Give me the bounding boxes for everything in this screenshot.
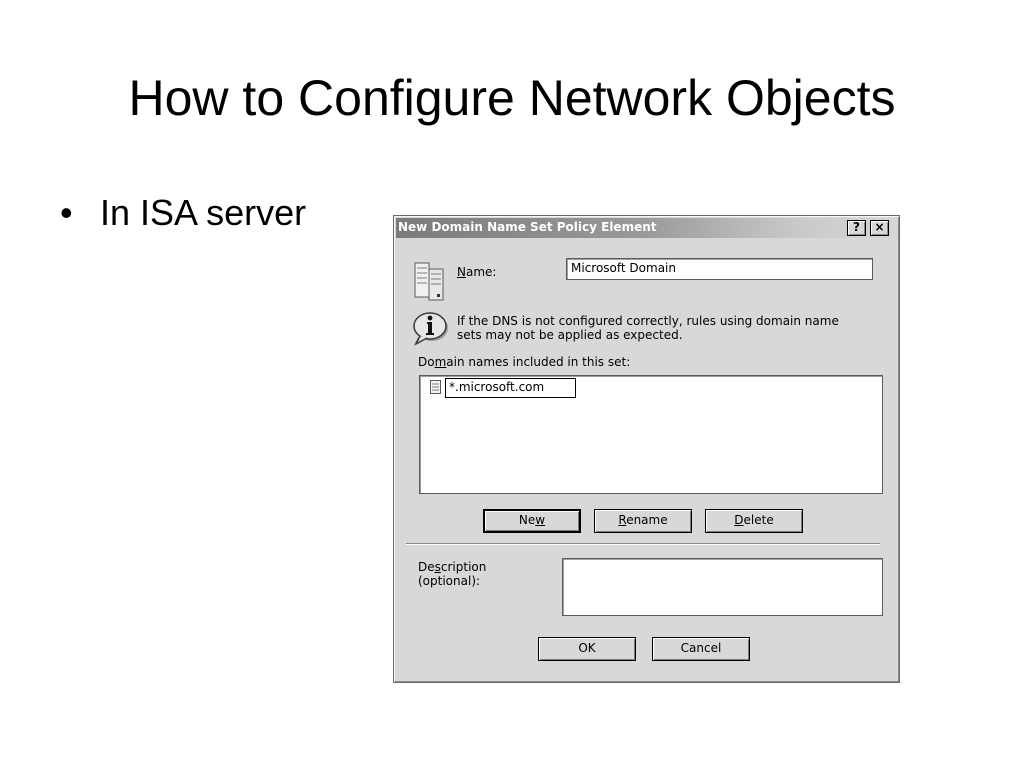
dialog-title: New Domain Name Set Policy Element — [398, 220, 657, 234]
close-button[interactable]: × — [870, 220, 889, 236]
rename-button-accel: R — [618, 513, 627, 527]
delete-button[interactable]: Delete — [705, 509, 803, 533]
name-label-accel: N — [457, 265, 466, 279]
name-label-post: ame: — [465, 265, 497, 279]
domain-item-icon — [430, 380, 441, 394]
domain-names-list[interactable]: *.microsoft.com — [419, 375, 883, 494]
name-label: Name: — [457, 265, 496, 279]
desc-label-accel: s — [434, 560, 441, 574]
rename-button-post: ename — [626, 513, 668, 527]
cancel-button[interactable]: Cancel — [652, 637, 750, 661]
domains-label-post: ain names included in this set: — [446, 355, 631, 369]
domains-label: Domain names included in this set: — [418, 355, 630, 369]
new-button-accel: w — [535, 513, 546, 527]
new-button[interactable]: New — [483, 509, 581, 533]
new-button-pre: Ne — [518, 513, 536, 527]
domain-set-icon — [414, 262, 444, 301]
separator — [406, 543, 880, 545]
description-label: Description — [418, 560, 486, 574]
info-icon — [413, 312, 448, 346]
desc-label-post: cription — [440, 560, 487, 574]
domain-name-edit[interactable]: *.microsoft.com — [445, 378, 576, 398]
description-optional-label: (optional): — [418, 574, 481, 588]
domain-name-set-dialog: New Domain Name Set Policy Element ? × N… — [393, 215, 900, 683]
domains-label-accel: m — [434, 355, 447, 369]
name-input[interactable]: Microsoft Domain — [566, 258, 873, 280]
slide-title: How to Configure Network Objects — [128, 70, 896, 126]
rename-button[interactable]: Rename — [594, 509, 692, 533]
ok-button[interactable]: OK — [538, 637, 636, 661]
bullet-item: • In ISA server — [60, 190, 306, 236]
delete-button-post: elete — [743, 513, 774, 527]
bullet-symbol: • — [60, 192, 73, 233]
delete-button-accel: D — [734, 513, 744, 527]
domains-label-pre: Do — [418, 355, 435, 369]
info-line-1: If the DNS is not configured correctly, … — [457, 314, 839, 328]
description-input[interactable] — [562, 558, 883, 616]
dialog-titlebar[interactable]: New Domain Name Set Policy Element ? × — [396, 218, 897, 238]
desc-label-pre: De — [418, 560, 435, 574]
info-line-2: sets may not be applied as expected. — [457, 328, 683, 342]
bullet-text: In ISA server — [100, 192, 307, 233]
help-button[interactable]: ? — [847, 220, 866, 236]
